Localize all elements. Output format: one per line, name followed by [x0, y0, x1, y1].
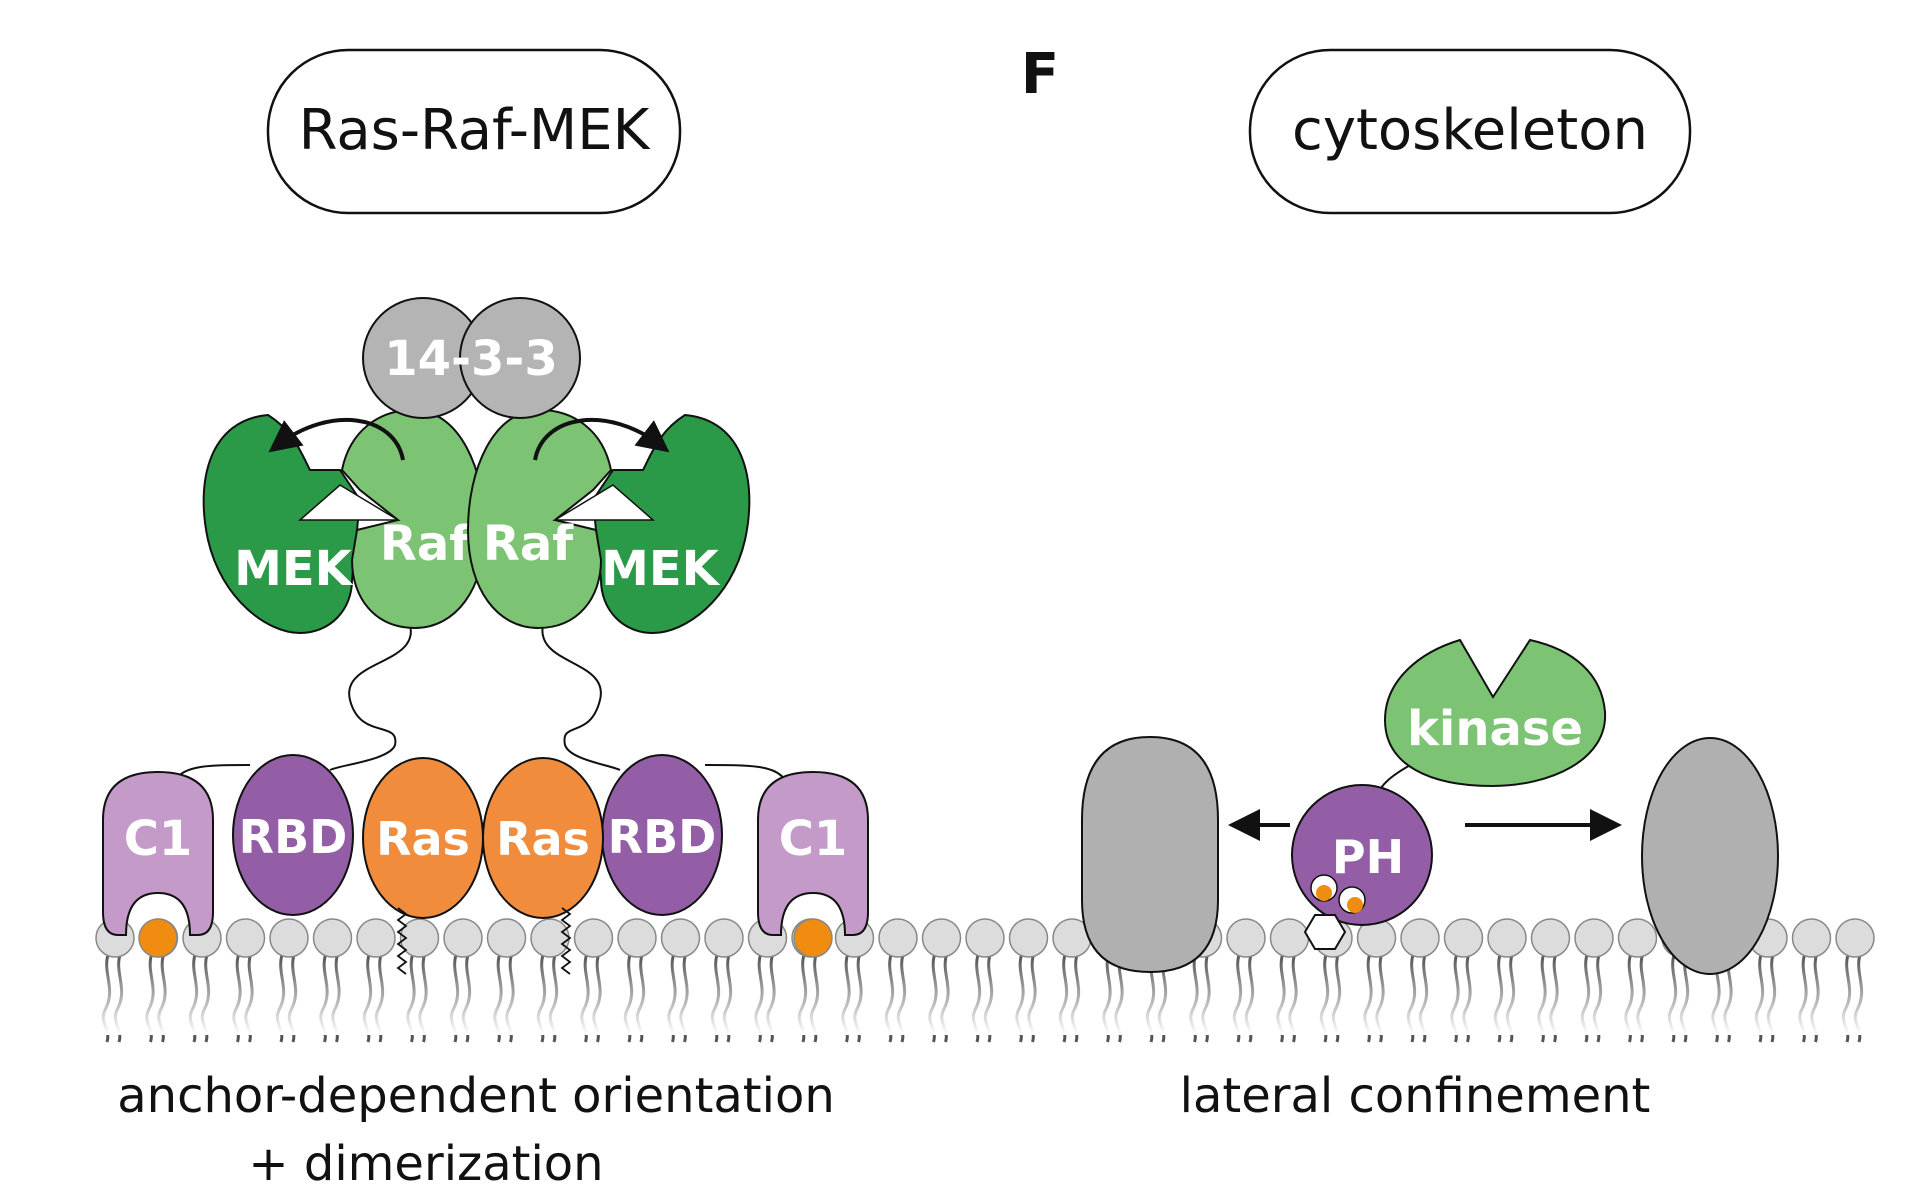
lipid-head: [443, 918, 483, 958]
dag-lipid-head: [138, 918, 178, 958]
mek-right-label: MEK: [601, 541, 721, 597]
rbd-right-label: RBD: [608, 810, 717, 864]
rbd-left: RBD: [232, 754, 354, 916]
lipid-head: [1443, 918, 1484, 958]
scaffold-14-3-3: 14-3-3: [362, 297, 581, 419]
lipid-heads: [95, 918, 1875, 958]
lipid-head: [1617, 918, 1658, 958]
right-title: cytoskeleton: [1292, 98, 1648, 163]
kinase-domain: kinase: [1383, 638, 1607, 788]
panel-letter: F: [1021, 42, 1059, 107]
lipid-head: [225, 918, 266, 958]
lipid-head: [573, 918, 614, 958]
lipid-head: [1269, 918, 1310, 958]
lipid-head: [530, 918, 570, 958]
lipid-head: [1835, 918, 1875, 958]
left-caption-line1: anchor-dependent orientation: [117, 1068, 835, 1124]
lipid-head: [1791, 918, 1832, 958]
lipid-head: [269, 918, 309, 958]
c1-right: C1: [757, 770, 869, 936]
mek-left: MEK: [202, 413, 362, 635]
lipid-head: [1530, 918, 1571, 958]
rbd-right: RBD: [601, 754, 723, 916]
cytoskeleton-fence-left: [1081, 735, 1219, 974]
left-title-box: Ras-Raf-MEK: [266, 48, 682, 215]
lipid-head: [1400, 918, 1440, 958]
lipid-head: [965, 918, 1005, 958]
raf-right-label: Raf: [483, 516, 574, 572]
lipid-membrane: [90, 918, 1890, 1043]
ras-left: Ras: [362, 757, 484, 919]
rbd-left-label: RBD: [239, 810, 348, 864]
right-title-box: cytoskeleton: [1248, 48, 1692, 215]
lipid-head: [878, 918, 918, 958]
lipid-head: [356, 918, 396, 958]
linkers: [174, 624, 1421, 791]
raf-to-mek-arrow-left: [268, 417, 405, 461]
lipid-head: [660, 918, 701, 958]
dag-lipid-head: [793, 918, 833, 958]
pip-lipid: [1303, 874, 1366, 950]
cytoskeleton-fence-right: [1641, 737, 1779, 975]
right-caption: lateral confinement: [1180, 1068, 1651, 1124]
mek-right: MEK: [591, 413, 751, 635]
mek-left-label: MEK: [234, 541, 354, 597]
lipid-head: [1008, 918, 1049, 958]
raf-to-mek-arrow-right: [533, 417, 670, 461]
ph-label: PH: [1332, 830, 1404, 884]
lipid-head: [1487, 918, 1527, 958]
lipid-head: [921, 918, 962, 958]
ras-left-label: Ras: [376, 812, 470, 866]
ras-lipid-anchors: [396, 907, 572, 975]
lipid-head: [704, 918, 744, 958]
lipid-head: [617, 918, 657, 958]
lipid-head: [1574, 918, 1614, 958]
left-title: Ras-Raf-MEK: [299, 98, 651, 163]
c1-left: C1: [102, 770, 214, 936]
lipid-head: [312, 918, 353, 958]
ras-right: Ras: [482, 757, 604, 919]
lipid-head: [399, 918, 440, 958]
lipid-head: [1226, 918, 1266, 958]
ras-right-label: Ras: [496, 812, 590, 866]
kinase-label: kinase: [1407, 701, 1583, 757]
c1-right-label: C1: [779, 811, 848, 867]
raf-left: Raf: [298, 408, 487, 630]
lipid-head: [486, 918, 527, 958]
left-caption-line2: + dimerization: [248, 1136, 603, 1185]
raf-left-label: Raf: [380, 516, 471, 572]
c1-left-label: C1: [124, 811, 193, 867]
raf-right: Raf: [466, 408, 655, 630]
scaffold-label: 14-3-3: [384, 331, 557, 387]
